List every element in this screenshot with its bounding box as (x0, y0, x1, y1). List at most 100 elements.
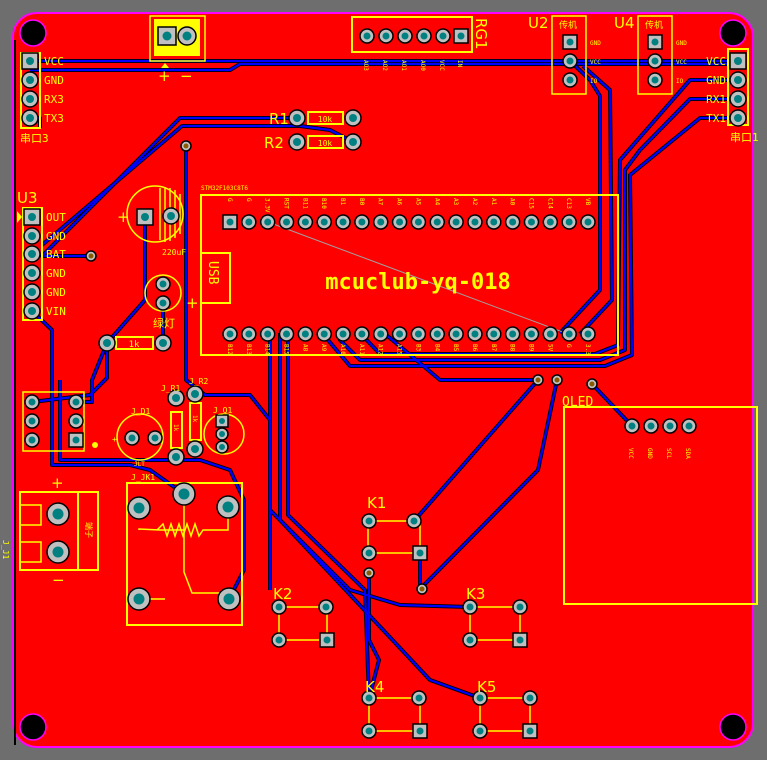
key1-pad[interactable] (406, 513, 422, 529)
power-pad-plus[interactable] (157, 26, 177, 46)
mcu-pin-A2[interactable] (467, 214, 483, 230)
switch-pad[interactable] (68, 413, 84, 429)
u3-pad[interactable] (23, 302, 41, 320)
led-pad[interactable] (155, 276, 171, 292)
mcu-pin-A5[interactable] (410, 214, 427, 230)
r2-pad[interactable] (288, 133, 306, 151)
key2-pad[interactable] (271, 632, 287, 648)
mcu-pin-C14[interactable] (542, 214, 559, 230)
mcu-pin-G[interactable] (561, 326, 577, 342)
u2-pad-gnd[interactable] (562, 34, 578, 50)
r2-pad[interactable] (344, 133, 362, 151)
mcu-pin-RST[interactable] (278, 214, 295, 230)
key2-pad[interactable] (271, 599, 287, 615)
j-jk1-pad[interactable] (127, 587, 151, 611)
key4-pad[interactable] (361, 690, 377, 706)
mcu-pin-B10[interactable] (316, 214, 332, 230)
u2-pad-io[interactable] (562, 72, 578, 88)
j-r2-pad[interactable] (186, 385, 204, 403)
mcu-pin-B5[interactable] (448, 326, 464, 342)
r-led-pad[interactable] (154, 334, 172, 352)
rg1-pad[interactable] (397, 28, 413, 44)
r1-pad[interactable] (344, 109, 362, 127)
uart3-pad[interactable] (21, 109, 39, 127)
rg1-pad[interactable] (435, 28, 451, 44)
j-jk1-pad[interactable] (127, 496, 151, 520)
uart1-pad[interactable] (729, 90, 747, 108)
j-q1-pad[interactable] (215, 440, 229, 454)
j-q1-pad[interactable] (215, 414, 229, 428)
mcu-pin-A3[interactable] (448, 214, 464, 230)
uart1-pad-vcc[interactable] (729, 52, 747, 70)
mcu-pin-5V[interactable] (542, 326, 559, 342)
key3-pad[interactable] (462, 632, 478, 648)
oled-pad[interactable] (624, 418, 640, 434)
j-d1-pad[interactable] (147, 430, 163, 446)
key5-pad[interactable] (472, 690, 488, 706)
j-jk1-pad[interactable] (217, 587, 241, 611)
mcu-pin-A8[interactable] (297, 326, 314, 342)
mcu-pin-3.3V[interactable] (259, 214, 276, 230)
mcu-pin-A0[interactable] (504, 214, 521, 230)
rg1-pad[interactable] (416, 28, 432, 44)
j-r1-pad[interactable] (167, 389, 185, 407)
u3-pad[interactable] (23, 283, 41, 301)
mcu-pin-B1[interactable] (335, 214, 351, 230)
cap-pad-plus[interactable] (136, 208, 154, 226)
mcu-pin-B14[interactable] (259, 326, 276, 342)
switch-pad[interactable] (24, 413, 40, 429)
mcu-pin-B0[interactable] (354, 214, 370, 230)
rg1-pad[interactable] (359, 28, 375, 44)
mcu-pin-A1[interactable] (486, 214, 502, 230)
mcu-pin-B7[interactable] (486, 326, 502, 342)
mcu-pin-B15[interactable] (278, 326, 295, 342)
mcu-pin-B6[interactable] (467, 326, 483, 342)
mcu-pin-A6[interactable] (391, 214, 408, 230)
key2-pad[interactable] (319, 632, 335, 648)
mcu-pin-B12[interactable] (222, 326, 238, 342)
uart3-pad-vcc[interactable] (21, 52, 39, 70)
key4-pad[interactable] (412, 723, 428, 739)
mcu-pin-B11[interactable] (297, 214, 314, 230)
mcu-pin-B9[interactable] (523, 326, 540, 342)
mcu-pin-G[interactable] (222, 214, 238, 230)
mcu-pin-C15[interactable] (523, 214, 540, 230)
led-pad[interactable] (155, 295, 171, 311)
mcu-pin-A9[interactable] (316, 326, 332, 342)
u3-pad[interactable] (23, 245, 41, 263)
key5-pad[interactable] (522, 690, 538, 706)
j-jk1-pad[interactable] (216, 495, 240, 519)
key5-pad[interactable] (522, 723, 538, 739)
key1-pad[interactable] (361, 545, 377, 561)
dc-jack-pad[interactable] (46, 502, 70, 526)
oled-pad[interactable] (643, 418, 659, 434)
j-jk1-pad[interactable] (172, 482, 196, 506)
key1-pad[interactable] (412, 545, 428, 561)
u4-pad-vcc[interactable] (647, 53, 663, 69)
mcu-pin-G[interactable] (241, 214, 257, 230)
u2-pad-vcc[interactable] (562, 53, 578, 69)
mcu-pin-A10[interactable] (335, 326, 351, 342)
j-d1-pad[interactable] (124, 430, 140, 446)
mcu-pin-A15[interactable] (391, 326, 408, 342)
u3-pad[interactable] (23, 227, 41, 245)
key1-pad[interactable] (361, 513, 377, 529)
mcu-pin-A7[interactable] (372, 214, 389, 230)
switch-pad[interactable] (68, 432, 84, 448)
uart3-pad[interactable] (21, 90, 39, 108)
u4-pad-gnd[interactable] (647, 34, 663, 50)
uart3-pad[interactable] (21, 71, 39, 89)
mcu-pin-C13[interactable] (561, 214, 577, 230)
key3-pad[interactable] (462, 599, 478, 615)
mcu-pin-B4[interactable] (429, 326, 446, 342)
rg1-pad[interactable] (378, 28, 394, 44)
mcu-pin-3.3[interactable] (580, 326, 596, 342)
uart1-pad[interactable] (729, 71, 747, 89)
u3-pad-out[interactable] (23, 208, 41, 226)
dc-jack-pad[interactable] (46, 540, 70, 564)
oled-pad[interactable] (662, 418, 678, 434)
key4-pad[interactable] (361, 723, 377, 739)
mcu-pin-A11[interactable] (354, 326, 370, 342)
u3-pad[interactable] (23, 264, 41, 282)
rg1-pad-1[interactable] (453, 28, 469, 44)
